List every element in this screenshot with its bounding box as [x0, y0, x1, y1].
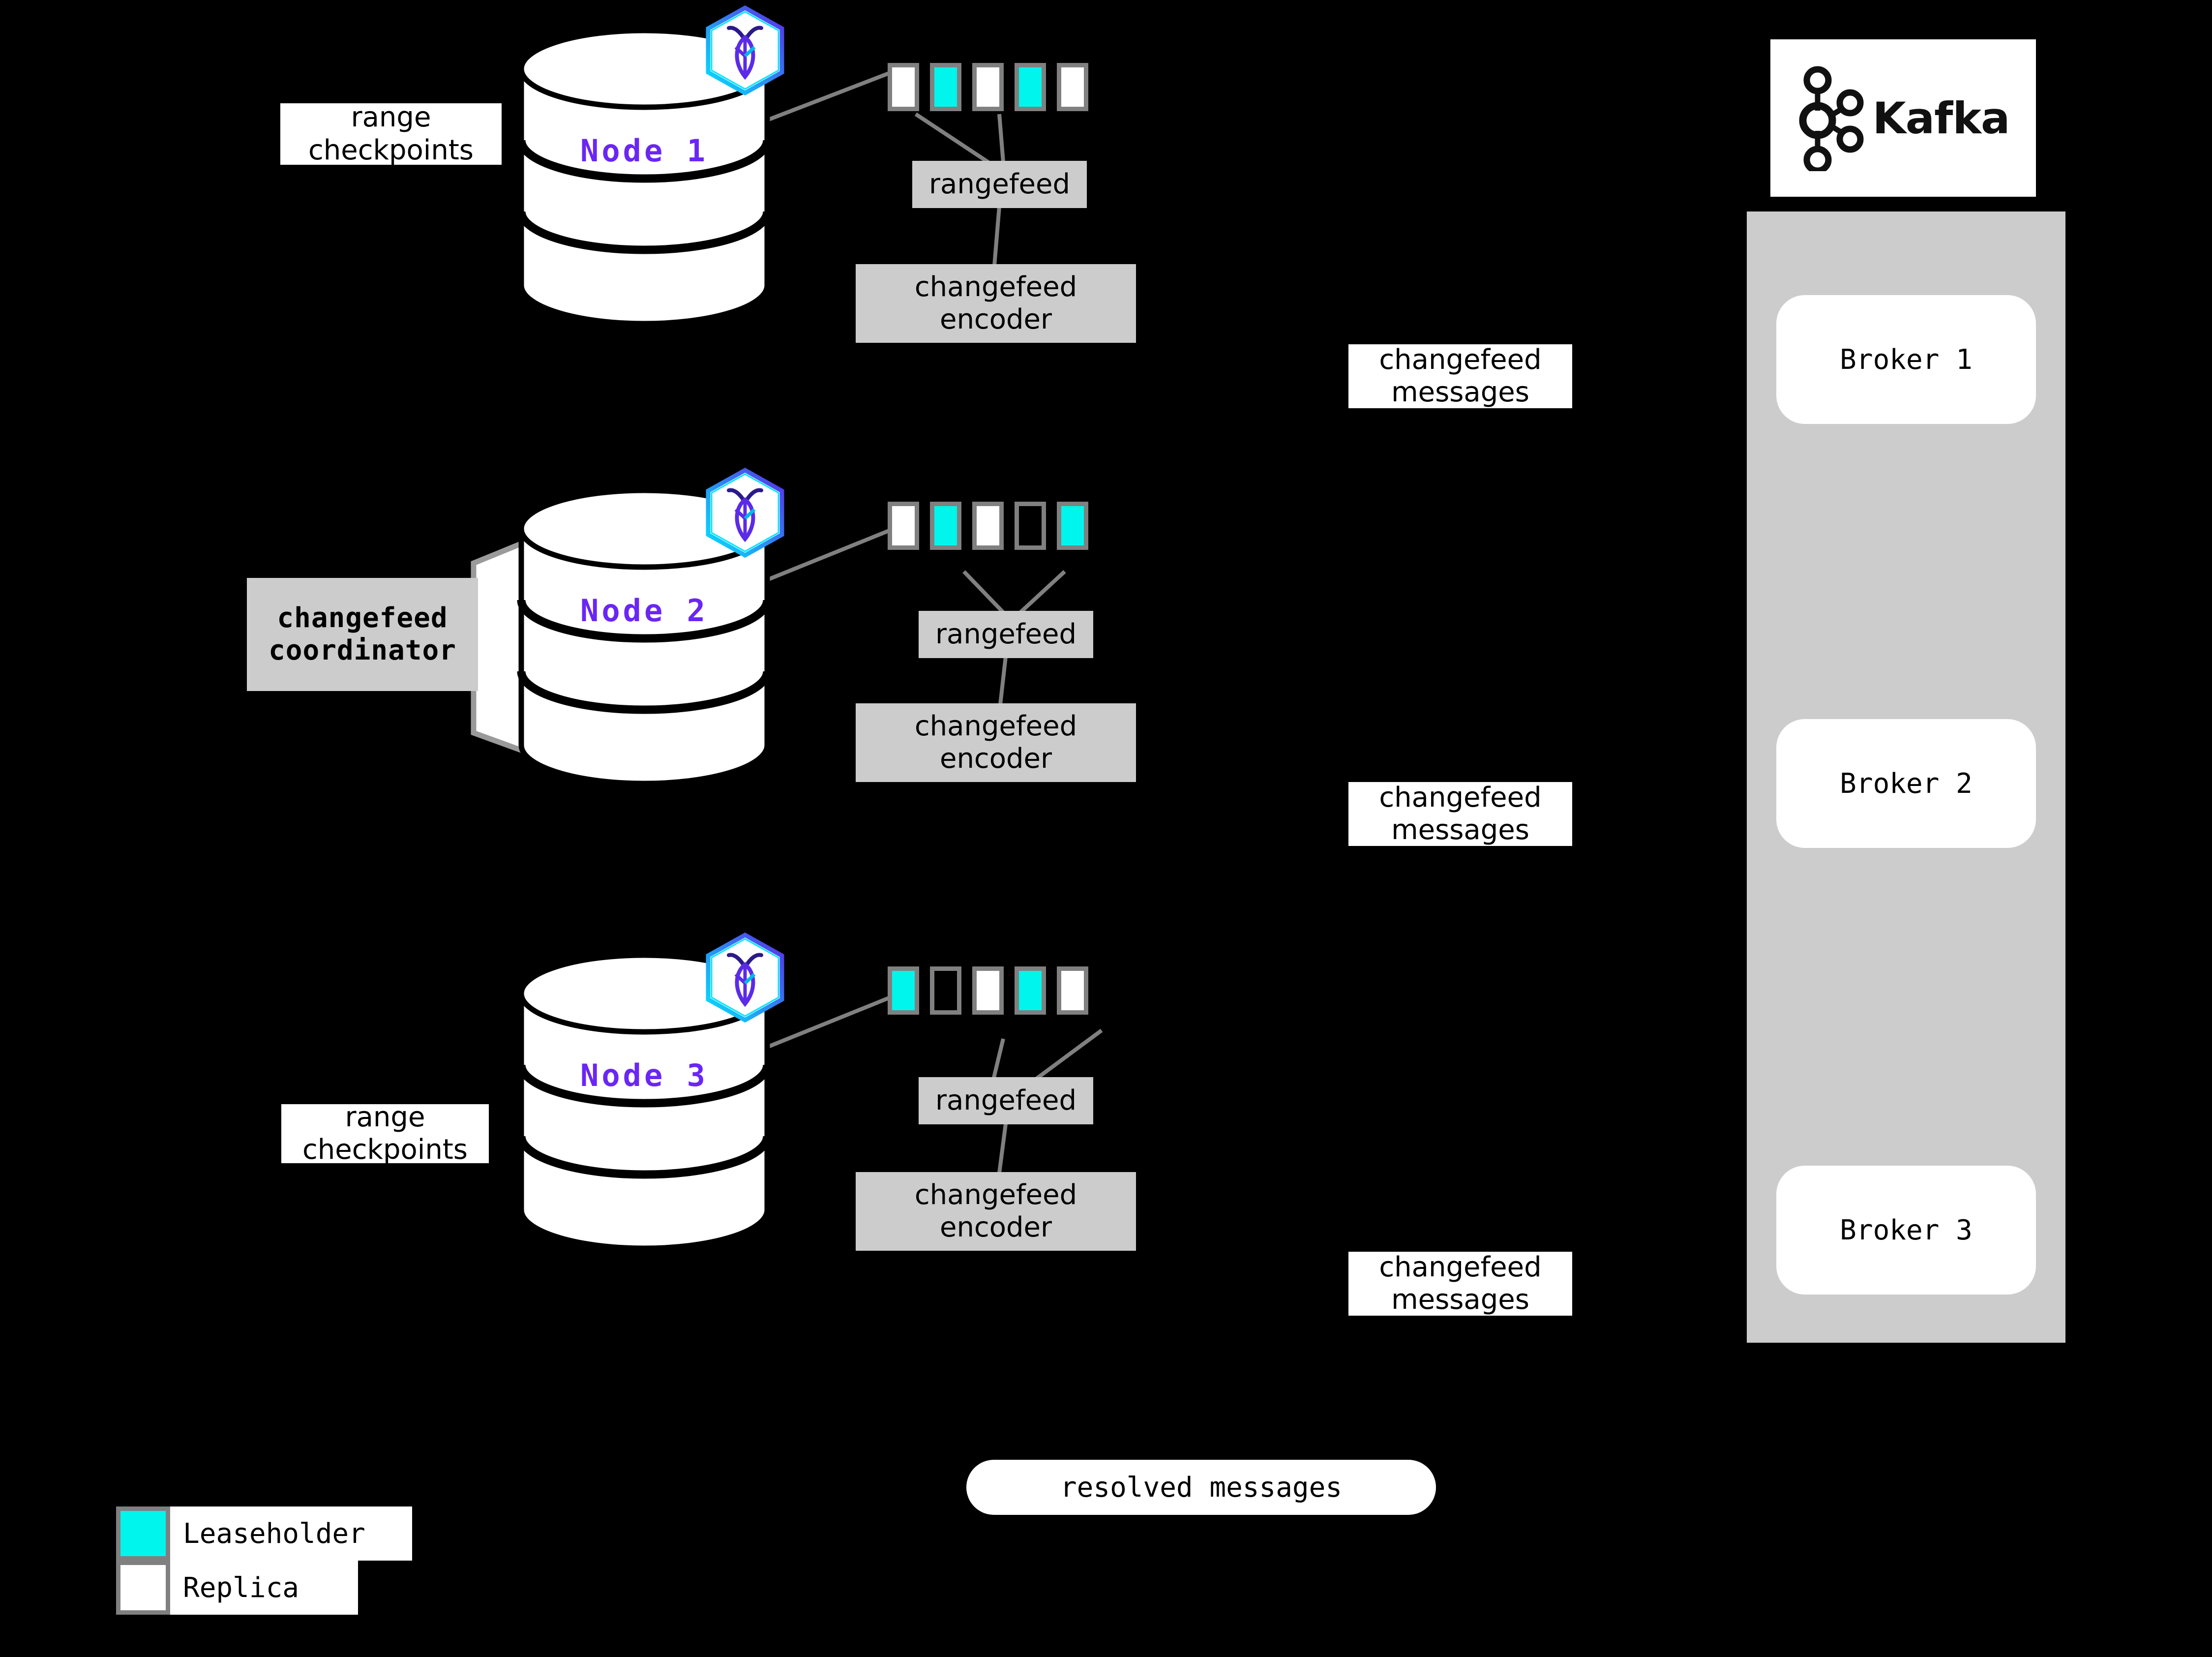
range-square	[930, 966, 961, 1015]
checkpoints-line-1: range	[351, 103, 431, 134]
kafka-node-graph-icon	[1797, 65, 1866, 171]
node-2-ranges	[888, 502, 1088, 550]
node-2-rangefeed-box[interactable]: rangefeed	[919, 611, 1093, 658]
range-square	[972, 502, 1004, 550]
legend-label-replica: Replica	[170, 1561, 358, 1615]
range-square	[972, 966, 1004, 1015]
messages-line-2: messages	[1391, 376, 1529, 408]
range-square	[888, 966, 919, 1015]
encoder-line-2: encoder	[939, 303, 1052, 335]
kafka-wordmark: Kafka	[1872, 92, 2010, 144]
checkpoints-line-2: checkpoints	[302, 1134, 468, 1163]
encoder-line-2: encoder	[939, 743, 1052, 775]
node-2-changefeed-messages-label: changefeed messages	[1348, 782, 1572, 846]
legend-item-replica: Replica	[116, 1561, 358, 1615]
range-square	[1015, 63, 1046, 111]
coordinator-line-2: coordinator	[269, 634, 456, 666]
node-1-changefeed-messages-label: changefeed messages	[1348, 344, 1572, 408]
range-square	[888, 63, 919, 111]
kafka-broker-panel: Broker 1 Broker 2 Broker 3	[1747, 211, 2065, 1343]
node-1-rangefeed-box[interactable]: rangefeed	[912, 161, 1087, 208]
range-square	[888, 502, 919, 550]
cockroachdb-hex-icon	[703, 932, 787, 1023]
kafka-logo: Kafka	[1770, 39, 2036, 197]
resolved-messages-pill[interactable]: resolved messages	[966, 1460, 1436, 1515]
range-square	[972, 63, 1004, 111]
encoder-line-1: changefeed	[914, 710, 1077, 742]
checkpoints-line-1: range	[345, 1104, 425, 1133]
messages-line-1: changefeed	[1379, 782, 1542, 813]
node-3-range-checkpoints-label: range checkpoints	[281, 1104, 489, 1163]
range-square	[930, 502, 961, 550]
coordinator-line-1: changefeed	[277, 602, 448, 634]
messages-line-1: changefeed	[1379, 344, 1542, 376]
encoder-line-2: encoder	[939, 1211, 1052, 1243]
legend-label-leaseholder: Leaseholder	[170, 1506, 412, 1561]
messages-line-2: messages	[1391, 1284, 1529, 1316]
range-square	[1057, 502, 1088, 550]
legend: Leaseholder Replica	[116, 1506, 421, 1620]
changefeed-coordinator-box[interactable]: changefeed coordinator	[247, 578, 478, 691]
node-1-changefeed-encoder-box[interactable]: changefeed encoder	[856, 264, 1136, 343]
encoder-line-1: changefeed	[914, 1178, 1077, 1211]
cockroachdb-hex-icon	[703, 5, 787, 96]
node-3-changefeed-encoder-box[interactable]: changefeed encoder	[856, 1172, 1136, 1251]
broker-1-box[interactable]: Broker 1	[1776, 295, 2036, 424]
node-3-rangefeed-box[interactable]: rangefeed	[919, 1077, 1093, 1124]
broker-2-box[interactable]: Broker 2	[1776, 719, 2036, 848]
legend-swatch-leaseholder	[116, 1506, 170, 1561]
node-3-ranges	[888, 966, 1088, 1015]
range-square	[930, 63, 961, 111]
range-square	[1015, 966, 1046, 1015]
node-1-range-checkpoints-label: range checkpoints	[280, 103, 502, 165]
legend-swatch-replica	[116, 1561, 170, 1615]
checkpoints-line-2: checkpoints	[308, 134, 474, 165]
node-3-changefeed-messages-label: changefeed messages	[1348, 1252, 1572, 1316]
range-square	[1057, 63, 1088, 111]
node-1-ranges	[888, 63, 1088, 111]
legend-item-leaseholder: Leaseholder	[116, 1506, 412, 1561]
node-2-changefeed-encoder-box[interactable]: changefeed encoder	[856, 703, 1136, 782]
range-square	[1015, 502, 1046, 550]
range-square	[1057, 966, 1088, 1015]
broker-3-box[interactable]: Broker 3	[1776, 1166, 2036, 1295]
encoder-line-1: changefeed	[914, 271, 1077, 303]
messages-line-1: changefeed	[1379, 1252, 1542, 1283]
cockroachdb-hex-icon	[703, 467, 787, 558]
messages-line-2: messages	[1391, 814, 1529, 846]
